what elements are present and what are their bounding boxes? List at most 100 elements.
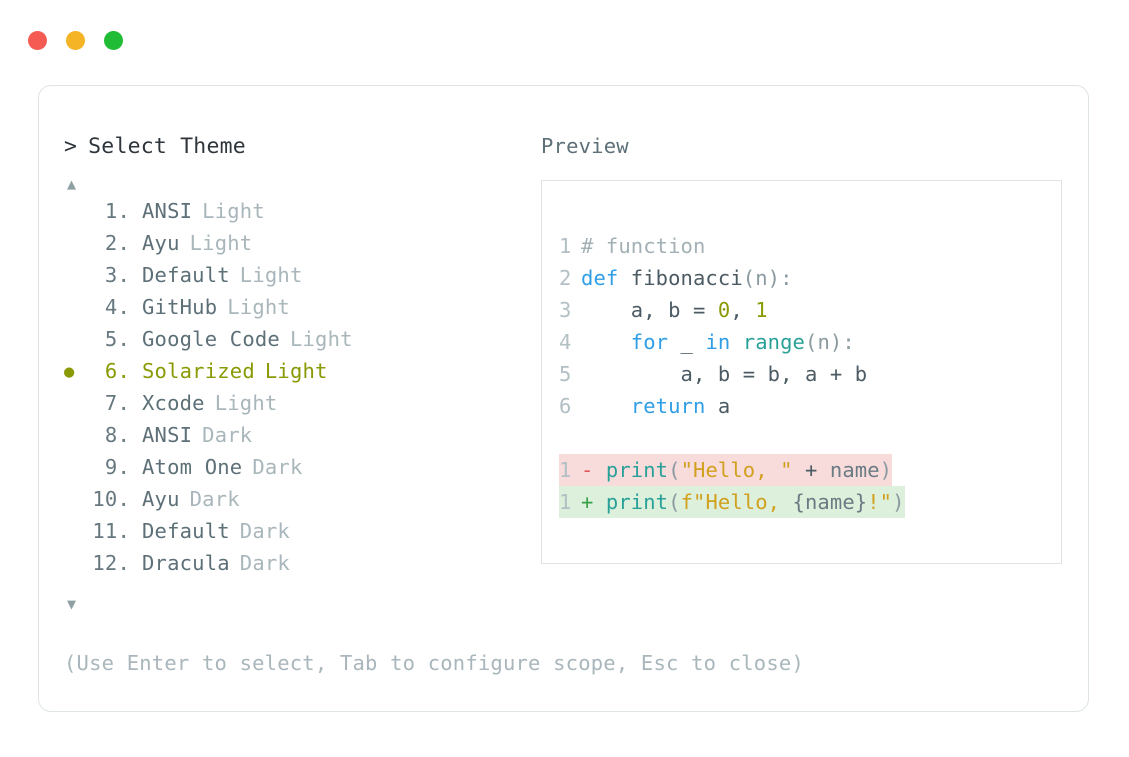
- theme-item-index: 2.: [104, 230, 130, 255]
- code-token: # function: [581, 234, 706, 258]
- theme-item-variant: Light: [227, 294, 290, 319]
- code-token: a: [705, 394, 731, 418]
- code-token: 1: [755, 298, 768, 322]
- code-token: return: [630, 394, 706, 418]
- diff-marker: +: [581, 490, 606, 514]
- theme-item-variant: Dark: [239, 518, 290, 543]
- code-token: for: [630, 330, 669, 354]
- theme-item-variant: Dark: [202, 422, 253, 447]
- theme-selector-dialog: > Select Theme ▲ ●1.ANSILight●2.AyuLight…: [38, 85, 1089, 712]
- page-title: Select Theme: [88, 134, 246, 159]
- selected-bullet-icon: ●: [64, 202, 86, 222]
- theme-item-name: Google Code: [142, 326, 280, 351]
- preview-label: Preview: [541, 134, 629, 158]
- code-token: a, b = b, a + b: [581, 362, 868, 386]
- theme-item-index: 3.: [104, 262, 130, 287]
- theme-item-variant: Light: [202, 198, 265, 223]
- code-token: !": [867, 490, 893, 514]
- selected-bullet-icon: ●: [64, 330, 86, 350]
- code-line: 1 # function: [559, 230, 1055, 262]
- line-number: 6: [559, 394, 572, 418]
- selected-bullet-icon: ●: [64, 361, 75, 382]
- code-token: a, b =: [581, 298, 718, 322]
- theme-list-item[interactable]: ● 11. Default Dark: [64, 519, 534, 551]
- theme-item-name: ANSI: [142, 198, 193, 223]
- theme-list: ●1.ANSILight●2.AyuLight●3.DefaultLight●4…: [64, 199, 534, 583]
- selected-bullet-icon: ●: [64, 298, 86, 318]
- code-token: name: [829, 458, 880, 482]
- code-token: ,: [730, 298, 756, 322]
- code-token: {name}: [792, 490, 868, 514]
- theme-item-variant: Dark: [239, 550, 290, 575]
- code-token: +: [792, 458, 830, 482]
- code-spacer: [559, 422, 1055, 454]
- theme-item-variant: Light: [264, 358, 328, 383]
- theme-item-name: Atom One: [142, 454, 243, 479]
- code-token: f"Hello,: [680, 490, 793, 514]
- line-number: 3: [559, 298, 572, 322]
- code-token: [730, 330, 742, 354]
- selected-bullet-icon: ●: [64, 554, 86, 574]
- theme-item-index: 9.: [104, 454, 130, 479]
- code-token: (: [668, 458, 681, 482]
- theme-item-name: Default: [142, 262, 230, 287]
- theme-item-index: 8.: [104, 422, 130, 447]
- theme-item-name: Xcode: [142, 390, 205, 415]
- theme-item-index: 11.: [92, 518, 130, 543]
- theme-item-index: 6.: [104, 358, 130, 383]
- theme-item-variant: Light: [214, 390, 278, 415]
- code-token: [581, 330, 631, 354]
- code-token: range: [742, 330, 805, 354]
- code-line: 5 a, b = b, a + b: [559, 358, 1055, 390]
- selected-bullet-icon: ●: [64, 426, 86, 446]
- line-number: 2: [559, 266, 572, 290]
- code-token: _: [668, 330, 706, 354]
- code-token: "Hello, ": [680, 458, 793, 482]
- line-number: 1: [559, 458, 572, 482]
- code-token: 0: [717, 298, 731, 322]
- selected-bullet-icon: ●: [64, 522, 86, 542]
- close-button[interactable]: [28, 31, 47, 50]
- line-number: 5: [559, 362, 572, 386]
- theme-item-name: Default: [142, 518, 230, 543]
- selected-bullet-icon: ●: [64, 234, 86, 254]
- theme-item-index: 10.: [92, 486, 130, 511]
- theme-item-name: Solarized: [142, 358, 255, 383]
- theme-list-item[interactable]: ● 6. Solarized Light: [64, 359, 534, 391]
- line-number: 1: [559, 490, 572, 514]
- diff-line-added: 1 + print(f"Hello, {name}!"): [559, 486, 905, 518]
- code-line: 4 for _ in range(n):: [559, 326, 1055, 358]
- scroll-up-arrow-icon[interactable]: ▲: [67, 174, 77, 193]
- code-token: def: [581, 266, 619, 290]
- maximize-button[interactable]: [104, 31, 123, 50]
- code-token: print: [605, 490, 669, 514]
- minimize-button[interactable]: [66, 31, 85, 50]
- line-number: 4: [559, 330, 572, 354]
- theme-item-index: 12.: [92, 550, 130, 575]
- theme-list-item[interactable]: ● 8. ANSI Dark: [64, 423, 534, 455]
- theme-item-index: 5.: [104, 326, 130, 351]
- code-token: fibonacci: [630, 266, 743, 290]
- code-token: (: [668, 490, 681, 514]
- line-number: 1: [559, 234, 572, 258]
- theme-item-name: GitHub: [142, 294, 218, 319]
- diff-marker: -: [581, 458, 606, 482]
- code-token: ): [892, 490, 905, 514]
- theme-item-variant: Light: [239, 262, 303, 287]
- theme-item-name: ANSI: [142, 422, 193, 447]
- scroll-down-arrow-icon[interactable]: ▼: [67, 594, 77, 613]
- code-line: 6 return a: [559, 390, 1055, 422]
- selected-bullet-icon: ●: [64, 394, 86, 414]
